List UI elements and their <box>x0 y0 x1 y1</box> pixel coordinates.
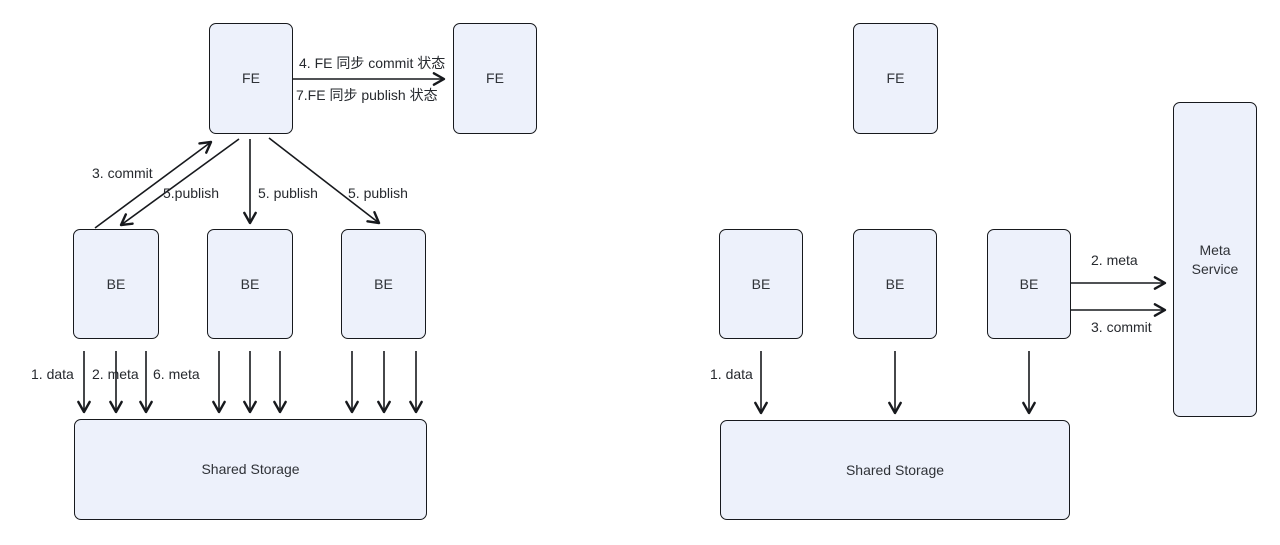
edge-fe-publish-to-be3 <box>268 137 381 225</box>
edge-label-right-data-1: 1. data <box>710 366 753 382</box>
left-be1-node: BE <box>73 229 159 339</box>
edge-label-publish-5b: 5. publish <box>258 185 318 201</box>
left-be3-label: BE <box>374 275 393 292</box>
right-fe-top-node: FE <box>853 23 938 134</box>
left-be2-node: BE <box>207 229 293 339</box>
left-be3-node: BE <box>341 229 426 339</box>
right-shared-storage-label: Shared Storage <box>845 461 945 478</box>
edge-label-fe-sync-publish: 7.FE 同步 publish 状态 <box>296 87 438 103</box>
edge-label-data-1: 1. data <box>31 366 74 382</box>
edge-label-commit-3: 3. commit <box>92 165 153 181</box>
left-fe-top-label: FE <box>242 70 260 87</box>
right-be2-node: BE <box>853 229 937 339</box>
edge-label-right-commit-3: 3. commit <box>1091 319 1152 335</box>
left-shared-storage-node: Shared Storage <box>74 419 427 520</box>
left-be2-label: BE <box>240 275 260 292</box>
edge-fe-publish-to-be1 <box>119 138 240 227</box>
left-fe-right-label: FE <box>486 70 504 87</box>
left-fe-right-node: FE <box>453 23 537 134</box>
edge-label-publish-5c: 5. publish <box>348 185 408 201</box>
edge-label-publish-5a: 5.publish <box>163 185 220 201</box>
right-be3-label: BE <box>1019 275 1039 292</box>
right-meta-service-label: Meta Service <box>1191 241 1239 277</box>
edge-label-meta-2: 2. meta <box>92 366 139 382</box>
right-be1-node: BE <box>719 229 803 339</box>
edge-be1-commit-to-fe <box>94 140 213 229</box>
edge-label-fe-sync-commit: 4. FE 同步 commit 状态 <box>299 55 446 71</box>
right-be1-label: BE <box>751 275 771 292</box>
right-be2-label: BE <box>885 275 905 292</box>
left-be1-label: BE <box>106 275 126 292</box>
right-shared-storage-node: Shared Storage <box>720 420 1070 520</box>
left-shared-storage-label: Shared Storage <box>201 461 300 478</box>
right-fe-top-label: FE <box>886 70 905 87</box>
edge-label-meta-6: 6. meta <box>153 366 200 382</box>
right-be3-node: BE <box>987 229 1071 339</box>
edge-label-right-meta-2: 2. meta <box>1091 252 1138 268</box>
left-fe-top-node: FE <box>209 23 293 134</box>
right-meta-service-node: Meta Service <box>1173 102 1257 417</box>
